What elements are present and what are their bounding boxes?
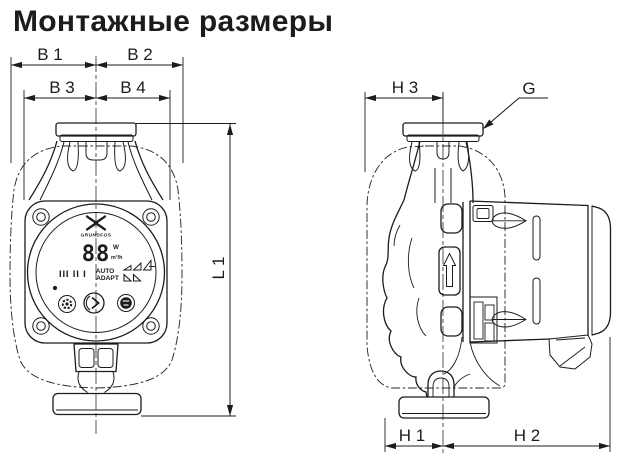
unit-flow: m³/h [111,255,122,261]
dimension-l1: L 1 [136,123,236,417]
dimension-h1-label: H 1 [399,426,425,445]
motor-end-cap [591,205,612,336]
cable-connector [548,334,593,370]
motor-body [438,200,612,370]
insulation-shell-outline-side [366,145,506,389]
front-view: B 1 B 2 B 3 B 4 L 1 [9,45,236,434]
watt-flow-icon [120,297,132,309]
insulation-shell-outline-front [9,145,183,389]
face-outer-ring [26,203,166,342]
clamp-tab-top [440,203,463,234]
page-title: Монтажные размеры [13,5,333,38]
gear-icon [61,298,73,310]
dimension-h2-label: H 2 [514,426,540,445]
speed-bars: III II I [59,269,87,280]
select-eye-icon [85,295,100,311]
terminal-box [469,296,498,344]
dimension-h3-label: H 3 [392,78,418,97]
screw-top-right [142,208,160,226]
power-value: 88 [82,242,111,267]
pump-head-plate [24,200,168,344]
pump-neck-bottom-side [427,370,471,397]
dimension-h1-h2: H 1 H 2 [384,337,611,452]
g-leader-line [483,97,548,129]
vent-plug-bottom [491,311,527,328]
top-flange-side [402,122,484,142]
ramp-icon [122,259,152,271]
dimension-b3-b4: B 3 B 4 [23,78,171,200]
dimension-g-label: G [522,79,535,98]
flow-arrow-plate [438,246,461,296]
auto-adapt-line1: AUTO [96,268,115,275]
volute-casting [382,199,501,398]
screw-top-left [32,208,50,226]
dimension-b4-label: B 4 [120,78,146,97]
screw-bottom-right [142,317,160,335]
unit-watt: W [113,244,119,251]
mode-flag-icons [123,273,142,282]
brand-text: GRUNDFOS [81,233,112,239]
settings-button [58,295,76,313]
dimension-b1-label: B 1 [37,45,63,64]
bottom-flange-side [398,396,490,419]
face-bezel-ring [35,212,157,333]
top-flange-front [55,122,137,142]
junction-box-front [73,343,119,394]
auto-adapt-line2: ADAPT [96,275,119,282]
dimension-h3: H 3 [364,78,444,172]
control-face: GRUNDFOS 88 W m³/h III II I AUTO ADAPT [26,203,166,342]
display-toggle-button [117,294,135,312]
pump-neck-front [28,140,164,201]
dimension-b2-label: B 2 [127,45,153,64]
bottom-flange-front [52,392,142,416]
pump-neck-side [403,140,474,204]
up-arrow-icon [442,252,457,287]
dimension-b1-b2: B 1 B 2 [10,45,184,163]
clamp-tab-bottom [440,306,463,337]
vent-plug-top [491,212,527,229]
select-button [83,292,105,314]
screw-bottom-left [32,317,50,335]
status-dot [52,285,58,291]
grundfos-logo-icon [85,215,107,231]
thread-callout-g: G [483,79,548,129]
vent-slots [532,215,541,325]
dimension-b3-label: B 3 [49,78,75,97]
dimension-l1-label: L 1 [209,256,228,279]
side-view: H 3 G H 1 H 2 [364,78,612,453]
